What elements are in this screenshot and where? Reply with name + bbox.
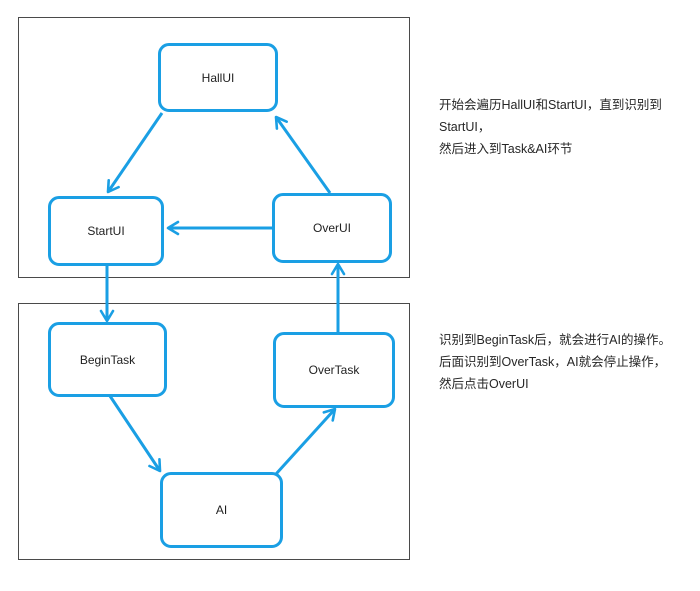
annotation-bottom-line-2: 后面识别到OverTask，AI就会停止操作，	[439, 355, 667, 369]
node-ai-label: AI	[215, 503, 228, 517]
node-begintask: BeginTask	[48, 322, 167, 397]
annotation-bottom-line-3: 然后点击OverUI	[439, 377, 529, 391]
annotation-bottom-line-1: 识别到BeginTask后，就会进行AI的操作。	[439, 333, 671, 347]
annotation-top: 开始会遍历HallUI和StartUI，直到识别到StartUI， 然后进入到T…	[439, 94, 694, 160]
annotation-top-line-1: 开始会遍历HallUI和StartUI，直到识别到StartUI，	[439, 98, 662, 134]
node-begintask-label: BeginTask	[79, 352, 136, 367]
node-overui: OverUI	[272, 193, 392, 263]
node-overui-label: OverUI	[312, 221, 351, 235]
node-hallui-label: HallUI	[201, 70, 235, 85]
annotation-bottom: 识别到BeginTask后，就会进行AI的操作。 后面识别到OverTask，A…	[439, 329, 694, 395]
node-hallui: HallUI	[158, 43, 278, 112]
node-startui-label: StartUI	[87, 224, 125, 238]
node-overtask-label: OverTask	[308, 363, 360, 377]
annotation-top-line-2: 然后进入到Task&AI环节	[439, 142, 573, 156]
node-startui: StartUI	[48, 196, 164, 266]
node-ai: AI	[160, 472, 283, 548]
node-overtask: OverTask	[273, 332, 395, 408]
